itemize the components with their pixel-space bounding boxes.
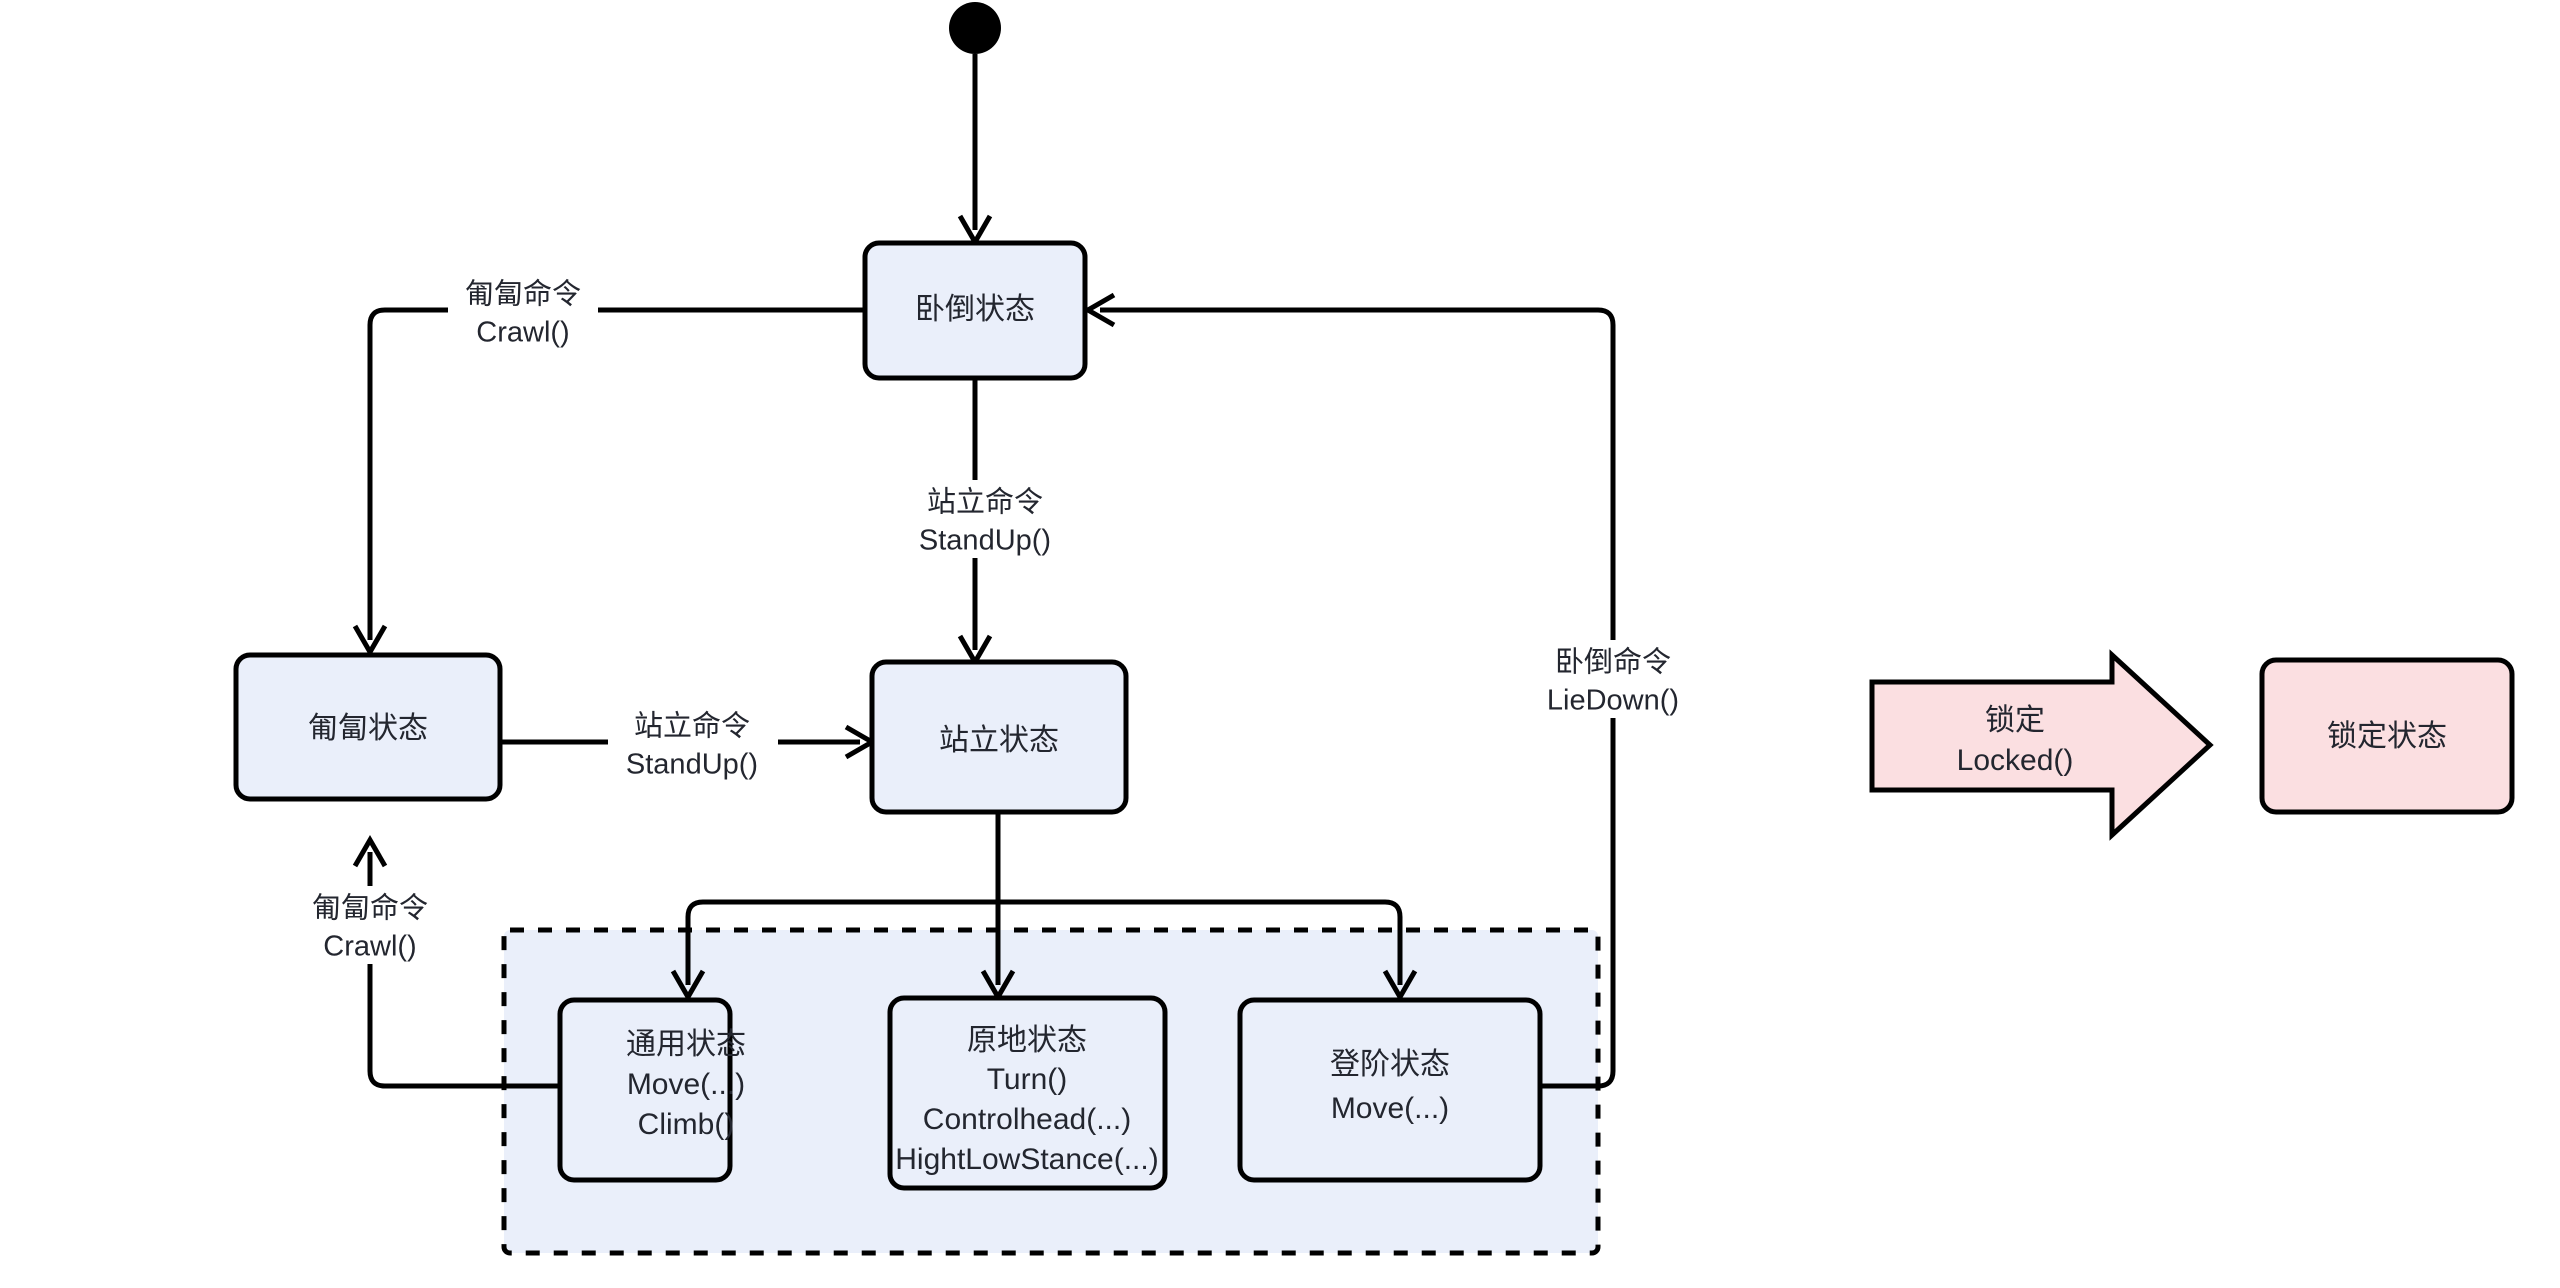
- edge-general-to-crawl: [352, 834, 560, 1089]
- state-locked-box[interactable]: [2259, 657, 2515, 815]
- locked-arrow-shape[interactable]: [1869, 649, 2214, 841]
- edge-label-general-to-crawl-line2: Crawl(): [323, 931, 416, 963]
- state-stair[interactable]: 登阶状态 Move(...): [1237, 997, 1543, 1183]
- state-locked-label: 锁定状态: [2327, 720, 2447, 753]
- locked-arrow-label: 锁定: [1985, 704, 2045, 737]
- state-in-place-box[interactable]: [887, 995, 1168, 1191]
- state-stand[interactable]: 站立状态: [869, 659, 1129, 815]
- state-in-place[interactable]: 原地状态 Turn() Controlhead(...) HightLowSta…: [887, 995, 1168, 1191]
- edge-label-lie-to-stand: 站立命令 StandUp(): [898, 480, 1068, 558]
- edge-label-lie-to-crawl: 匍匐命令 Crawl(): [448, 272, 598, 350]
- edge-label-lie-to-crawl-line2: Crawl(): [476, 317, 569, 349]
- state-in-place-label: 原地状态: [967, 1024, 1087, 1057]
- start-node: [949, 2, 1001, 54]
- state-in-place-method-hightlowstance: HightLowStance(...): [895, 1143, 1158, 1176]
- edge-label-crawl-to-stand-line2: StandUp(): [626, 749, 758, 781]
- state-general-method-climb: Climb(): [638, 1108, 735, 1141]
- state-in-place-method-controlhead: Controlhead(...): [923, 1103, 1131, 1136]
- state-locked[interactable]: 锁定状态: [2259, 657, 2515, 815]
- edge-label-lie-to-stand-line2: StandUp(): [919, 525, 1051, 557]
- state-stand-label: 站立状态: [939, 724, 1059, 757]
- edge-label-general-to-crawl-line1: 匍匐命令: [312, 892, 428, 925]
- edge-label-stair-to-lie-line1: 卧倒命令: [1555, 646, 1671, 679]
- edge-stand-to-substates: [670, 812, 1418, 1003]
- state-general[interactable]: 通用状态 Move(...) Climb(): [557, 997, 746, 1183]
- state-crawl-label: 匍匐状态: [308, 712, 428, 745]
- locked-arrow-method: Locked(): [1957, 744, 2074, 777]
- state-general-label: 通用状态: [626, 1028, 746, 1061]
- state-in-place-method-turn: Turn(): [987, 1063, 1068, 1096]
- edge-label-crawl-to-stand-line1: 站立命令: [634, 710, 750, 743]
- state-general-method-move: Move(...): [627, 1068, 745, 1101]
- state-stand-box[interactable]: [869, 659, 1129, 815]
- state-lie-down[interactable]: 卧倒状态: [862, 240, 1088, 381]
- edge-label-lie-to-crawl-line1: 匍匐命令: [465, 278, 581, 311]
- edge-lie-down-to-crawl: [352, 307, 865, 658]
- state-stair-box[interactable]: [1237, 997, 1543, 1183]
- edge-label-crawl-to-stand: 站立命令 StandUp(): [608, 704, 778, 782]
- state-lie-down-box[interactable]: [862, 240, 1088, 381]
- state-crawl[interactable]: 匍匐状态: [233, 652, 503, 802]
- state-stair-method-move: Move(...): [1331, 1092, 1449, 1125]
- locked-arrow[interactable]: 锁定 Locked(): [1869, 649, 2214, 841]
- state-general-box[interactable]: [557, 997, 733, 1183]
- edge-label-stair-to-lie: 卧倒命令 LieDown(): [1518, 640, 1708, 718]
- state-stair-label: 登阶状态: [1330, 1048, 1450, 1081]
- state-crawl-box[interactable]: [233, 652, 503, 802]
- edge-label-stair-to-lie-line2: LieDown(): [1547, 685, 1679, 717]
- edge-label-lie-to-stand-line1: 站立命令: [927, 486, 1043, 519]
- edge-label-general-to-crawl: 匍匐命令 Crawl(): [292, 886, 448, 964]
- state-lie-down-label: 卧倒状态: [915, 293, 1035, 326]
- edge-start-to-lie-down: [957, 54, 993, 248]
